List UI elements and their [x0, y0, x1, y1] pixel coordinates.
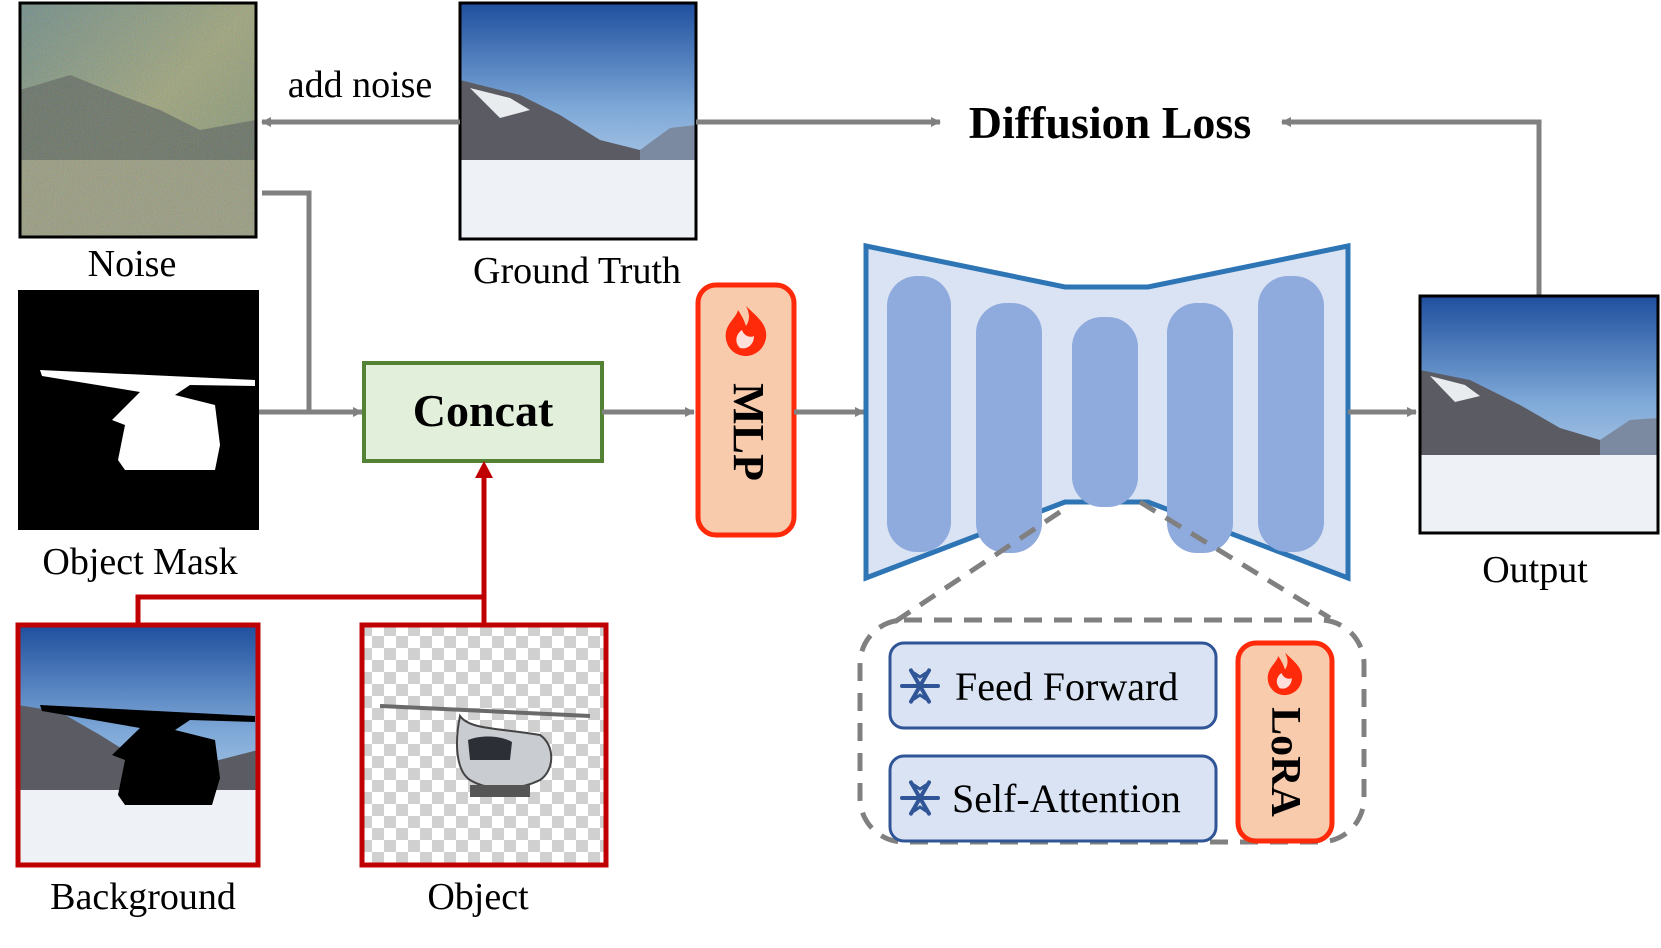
flame-icon — [1267, 652, 1303, 696]
mlp-label: MLP — [724, 383, 773, 481]
unet-block-4 — [1167, 303, 1233, 553]
output-to-loss-arrow — [1281, 117, 1542, 296]
noise-image — [18, 1, 258, 239]
unet-block-1 — [887, 276, 951, 552]
self-attention-box — [888, 754, 1218, 843]
zoom-line-left — [888, 509, 1062, 628]
background-connector — [135, 594, 484, 623]
flame-icon — [725, 306, 767, 356]
unet-block-3 — [1072, 317, 1138, 507]
output-label: Output — [1482, 549, 1588, 591]
concat-label: Concat — [413, 385, 554, 436]
lora-box — [1235, 640, 1335, 844]
background-label: Background — [50, 876, 236, 918]
snowflake-icon — [900, 780, 940, 816]
unet-block-5 — [1258, 276, 1324, 552]
concat-box — [362, 361, 604, 463]
noise-label: Noise — [88, 243, 177, 285]
object-label: Object — [427, 876, 529, 918]
noise-to-concat-line — [262, 190, 312, 412]
lora-label: LoRA — [1262, 707, 1308, 817]
feed-forward-label: Feed Forward — [955, 664, 1178, 709]
zoom-panel — [857, 617, 1367, 845]
background-image — [15, 622, 261, 868]
self-attention-label: Self-Attention — [952, 776, 1181, 821]
zoom-line-right — [1138, 499, 1332, 621]
ground-truth-image — [458, 1, 698, 241]
diffusion-loss-label: Diffusion Loss — [969, 97, 1251, 148]
object-mask-image — [18, 290, 259, 530]
snowflake-icon — [900, 668, 940, 704]
object-mask-label: Object Mask — [42, 541, 237, 583]
ground-truth-label: Ground Truth — [473, 250, 681, 292]
object-image — [359, 622, 609, 868]
output-image — [1418, 294, 1660, 535]
unet-block-2 — [976, 303, 1042, 553]
red-arrowhead — [475, 461, 493, 478]
feed-forward-box — [888, 641, 1218, 730]
add-noise-label: add noise — [288, 64, 433, 106]
